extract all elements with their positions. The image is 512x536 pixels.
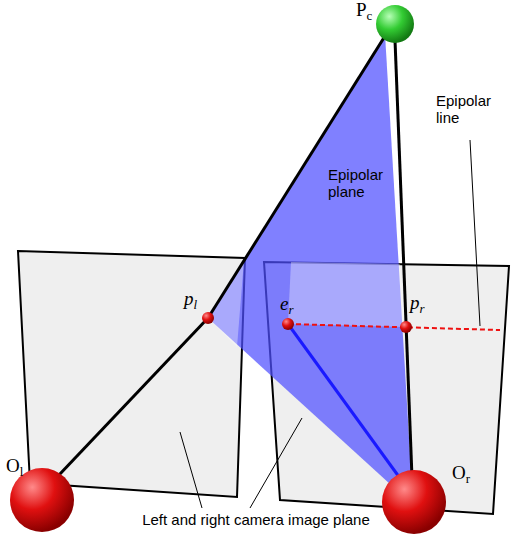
left-image-plane bbox=[18, 251, 245, 497]
baseline-ray bbox=[288, 324, 410, 492]
leader-line bbox=[180, 432, 202, 508]
point-label: Pc bbox=[356, 0, 372, 21]
point-label: Ol bbox=[6, 455, 23, 477]
point-label: er bbox=[280, 293, 294, 315]
image-point bbox=[400, 321, 412, 333]
world-point-sphere bbox=[376, 5, 414, 43]
camera-center-sphere bbox=[10, 468, 74, 532]
caption-label: Left and right camera image plane bbox=[0, 511, 512, 528]
callout-label: Epipolar plane bbox=[328, 166, 394, 201]
camera-center-sphere bbox=[382, 470, 446, 534]
plane-tint bbox=[288, 262, 406, 327]
epipolar-line bbox=[288, 324, 500, 330]
epipolar-plane bbox=[208, 34, 413, 505]
point-label: Or bbox=[452, 462, 470, 484]
image-point bbox=[202, 312, 214, 324]
leader-line bbox=[250, 418, 302, 508]
point-label: pl bbox=[184, 288, 197, 310]
epipole-point bbox=[282, 318, 294, 330]
plane-tint bbox=[208, 260, 244, 347]
leader-line bbox=[470, 140, 480, 326]
point-label: pr bbox=[410, 292, 425, 314]
ray-line bbox=[395, 40, 413, 503]
ray-line bbox=[40, 318, 208, 495]
callout-label: Epipolar line bbox=[436, 92, 508, 127]
